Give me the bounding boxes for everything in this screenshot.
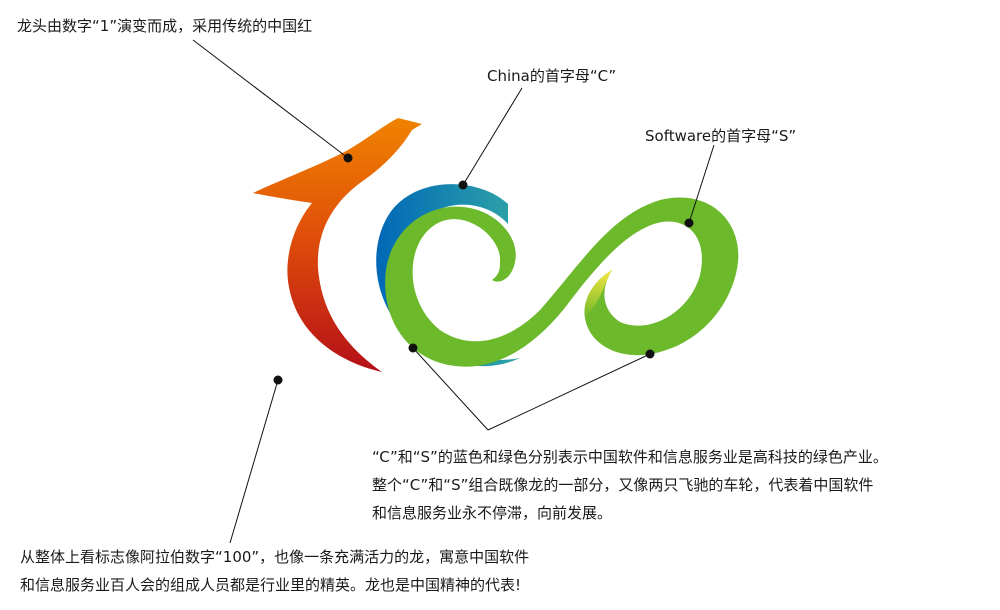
- whole-annotation: 从整体上看标志像阿拉伯数字“100”，也像一条充满活力的龙，寓意中国软件 和信息…: [20, 543, 529, 599]
- head-dot: [343, 153, 353, 163]
- c-dot: [458, 180, 468, 190]
- s-annotation: Software的首字母“S”: [645, 124, 796, 148]
- whole-annotation-line-2: 和信息服务业百人会的组成人员都是行业里的精英。龙也是中国精神的代表!: [20, 576, 522, 594]
- c-annotation-text: China的首字母“C”: [487, 67, 617, 85]
- c-color-dot: [408, 343, 418, 353]
- c-color-leader-line: [412, 347, 489, 431]
- s-color-leader-line: [487, 353, 651, 431]
- color-annotation-line-2: 整个“C”和“S”组合既像龙的一部分，又像两只飞驰的车轮，代表着中国软件: [372, 476, 874, 494]
- color-annotation: “C”和“S”的蓝色和绿色分别表示中国软件和信息服务业是高科技的绿色产业。 整个…: [372, 443, 888, 527]
- c-leader-line: [462, 87, 523, 186]
- whole-leader-line: [229, 379, 279, 544]
- s-color-dot: [645, 349, 655, 359]
- s-letter-shape: [385, 197, 739, 367]
- head-annotation: 龙头由数字“1”演变而成，采用传统的中国红: [17, 14, 312, 38]
- c-annotation: China的首字母“C”: [487, 64, 616, 88]
- leader-dots: [273, 153, 694, 385]
- color-annotation-line-3: 和信息服务业永不停滞，向前发展。: [372, 504, 613, 522]
- head-leader-line: [192, 39, 349, 159]
- s-tail-highlight: [584, 270, 612, 318]
- s-leader-line: [688, 144, 715, 224]
- leader-lines: [192, 39, 715, 544]
- dragon-one-shape: [253, 118, 422, 372]
- whole-dot: [273, 375, 283, 385]
- s-dot: [684, 218, 694, 228]
- head-annotation-text: 龙头由数字“1”演变而成，采用传统的中国红: [17, 17, 313, 35]
- whole-annotation-line-1: 从整体上看标志像阿拉伯数字“100”，也像一条充满活力的龙，寓意中国软件: [20, 548, 530, 566]
- s-annotation-text: Software的首字母“S”: [645, 127, 797, 145]
- color-annotation-line-1: “C”和“S”的蓝色和绿色分别表示中国软件和信息服务业是高科技的绿色产业。: [372, 448, 888, 466]
